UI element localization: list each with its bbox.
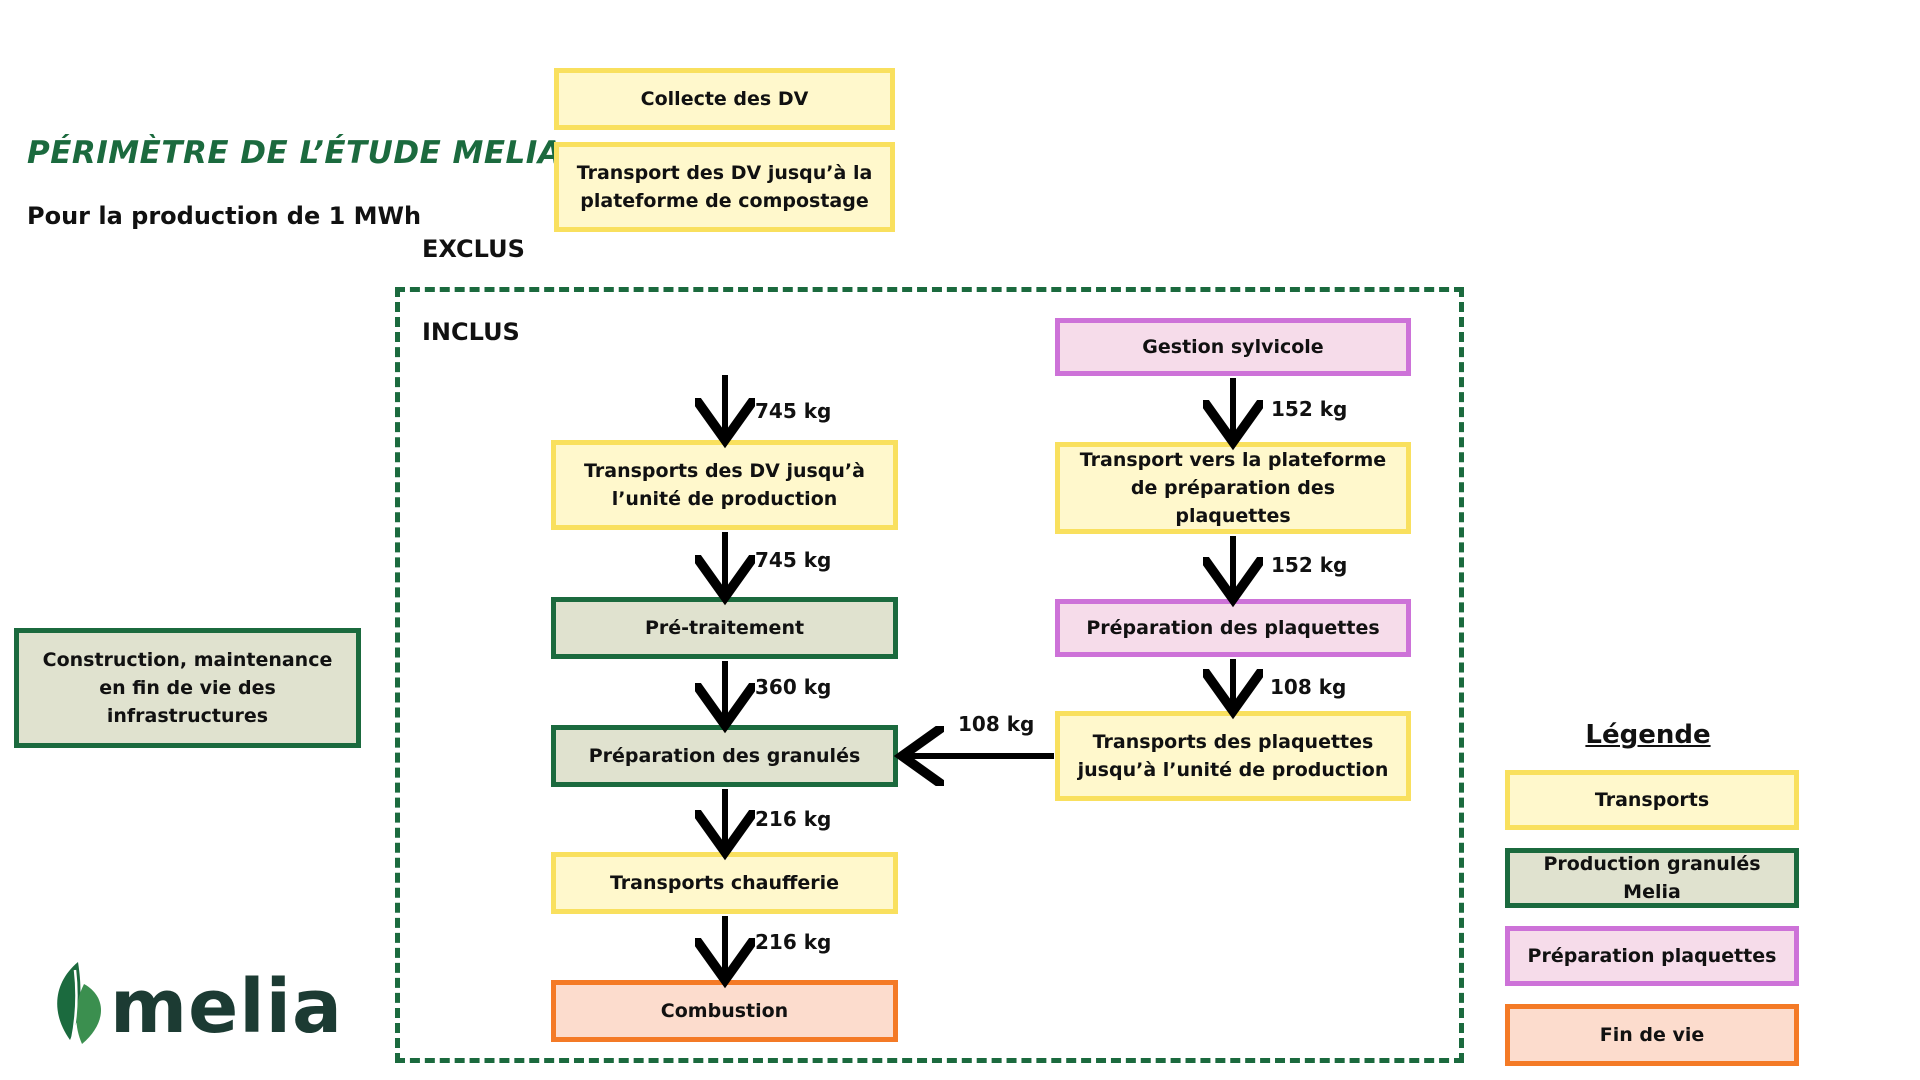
legend-item-plaquettes: Préparation plaquettes <box>1505 926 1799 986</box>
qty-after-transport-dv: 745 kg <box>755 548 832 572</box>
included-zone-boundary <box>395 287 1464 1063</box>
excluded-zone-label: EXCLUS <box>422 235 525 263</box>
qty-after-transport-plateforme: 152 kg <box>1271 553 1348 577</box>
melia-logo-text: melia <box>110 964 343 1050</box>
qty-after-pretraitement: 360 kg <box>755 675 832 699</box>
transports-dv-box: Transports des DV jusqu’à l’unité de pro… <box>551 440 898 530</box>
legend-item-production: Production granulés Melia <box>1505 848 1799 908</box>
leaf-icon <box>57 962 101 1044</box>
transports-chaufferie-box: Transports chaufferie <box>551 852 898 914</box>
collecte-dv-box: Collecte des DV <box>554 68 895 130</box>
page-title: PÉRIMÈTRE DE L’ÉTUDE MELIA <box>27 135 563 171</box>
qty-plaquettes-to-granules: 108 kg <box>958 712 1035 736</box>
qty-after-granules: 216 kg <box>755 807 832 831</box>
legend-item-transports: Transports <box>1505 770 1799 830</box>
page-subtitle: Pour la production de 1 MWh <box>27 202 422 230</box>
transports-plaquettes-box: Transports des plaquettes jusqu’à l’unit… <box>1055 711 1411 801</box>
pretraitement-box: Pré-traitement <box>551 597 898 659</box>
infrastructures-box: Construction, maintenance en fin de vie … <box>14 628 361 748</box>
granules-box: Préparation des granulés <box>551 725 898 787</box>
legend-title: Légende <box>1585 720 1711 750</box>
included-zone-label: INCLUS <box>422 318 520 346</box>
transport-compostage-box: Transport des DV jusqu’à la plateforme d… <box>554 142 895 232</box>
qty-after-gestion: 152 kg <box>1271 397 1348 421</box>
qty-after-preparation: 108 kg <box>1270 675 1347 699</box>
gestion-sylvicole-box: Gestion sylvicole <box>1055 318 1411 376</box>
legend-item-fin-de-vie: Fin de vie <box>1505 1004 1799 1066</box>
melia-logo <box>48 960 108 1050</box>
qty-input: 745 kg <box>755 399 832 423</box>
qty-after-chaufferie: 216 kg <box>755 930 832 954</box>
